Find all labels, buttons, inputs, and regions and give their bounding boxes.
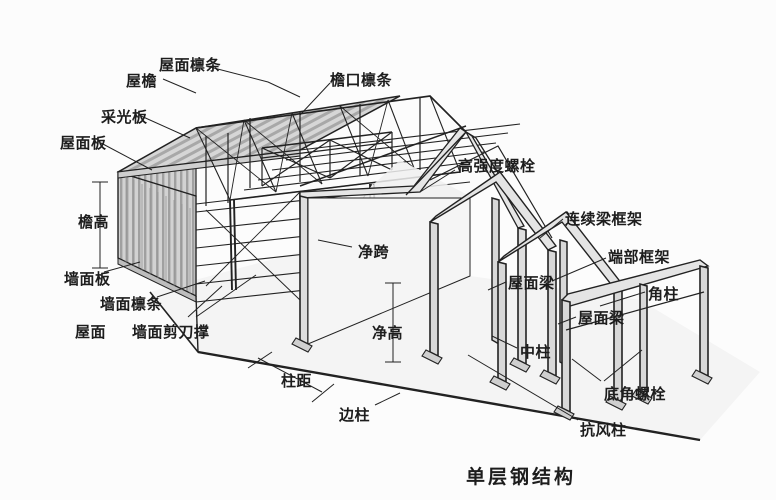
- leader-roof-beam-1: [487, 281, 507, 291]
- callout-label-corner-column: 角柱: [648, 285, 680, 303]
- callout-label-roof-purlin: 屋面檩条: [159, 56, 222, 74]
- leader-side-column: [374, 392, 401, 406]
- callout-label-eaves: 屋檐: [126, 72, 158, 90]
- callout-label-roof-beam-2: 屋面梁: [578, 309, 625, 327]
- leader-wall-bracing-a: [187, 285, 223, 318]
- callout-label-wall-panel: 墙面板: [64, 270, 111, 288]
- callout-label-daylight-panel: 采光板: [101, 108, 148, 126]
- callout-label-column-spacing: 柱距: [281, 372, 313, 390]
- leader-high-strength-bolt: [419, 169, 456, 193]
- leader-middle-column: [491, 335, 518, 349]
- leader-eave-purlin: [299, 82, 331, 116]
- leader-roof-beam-2: [557, 316, 577, 325]
- leader-roof-purlin: [205, 65, 301, 98]
- leader-continuous-frame: [539, 218, 564, 239]
- callout-label-end-frame: 端部框架: [608, 248, 671, 266]
- dim-eave-height: [92, 181, 108, 269]
- callout-label-anchor-bolt: 底角螺栓: [604, 385, 667, 403]
- callout-label-wall-purlin: 墙面檩条: [100, 295, 163, 313]
- callout-label-high-strength-bolt: 高强度螺栓: [458, 157, 536, 175]
- callout-label-continuous-frame: 连续梁框架: [565, 210, 643, 228]
- leader-roof-panel: [100, 142, 153, 171]
- leader-lines: [100, 65, 646, 421]
- leader-wall-panel: [103, 261, 141, 273]
- callout-label-eave-purlin: 檐口檩条: [330, 71, 393, 89]
- roof-bracing: [195, 99, 415, 201]
- callout-label-roof-panel: 屋面板: [60, 134, 107, 152]
- leader-end-frame: [551, 257, 607, 282]
- leader-wall-purlin: [156, 280, 206, 298]
- callout-label-clear-span: 净跨: [358, 243, 390, 261]
- leader-eaves: [162, 78, 197, 94]
- callout-label-clear-height: 净高: [372, 324, 404, 342]
- leader-wind-column: [467, 354, 579, 421]
- leader-anchor-bolt-b: [603, 349, 643, 382]
- leader-daylight-panel: [140, 115, 191, 139]
- leader-anchor-bolt-a: [571, 358, 602, 382]
- callout-label-wall-bracing: 墙面剪刀撑: [132, 323, 210, 341]
- figure-title: 单层钢结构: [466, 466, 577, 488]
- leader-corner-column: [599, 291, 646, 307]
- dimension-lines: [92, 181, 401, 403]
- callout-label-middle-column: 中柱: [520, 343, 552, 361]
- dim-clear-height: [385, 282, 401, 363]
- leader-wall-bracing-b: [195, 274, 257, 318]
- callout-label-side-column: 边柱: [339, 406, 371, 424]
- dim-column-spacing: [247, 351, 335, 403]
- callout-label-roof-beam-1: 屋面梁: [508, 274, 555, 292]
- callout-label-roof-face: 屋面: [75, 323, 107, 341]
- leader-clear-span: [317, 239, 353, 248]
- callout-label-eave-height: 檐高: [78, 213, 110, 231]
- base-anchor-plates: [291, 337, 713, 421]
- callout-label-wind-column: 抗风柱: [580, 421, 627, 439]
